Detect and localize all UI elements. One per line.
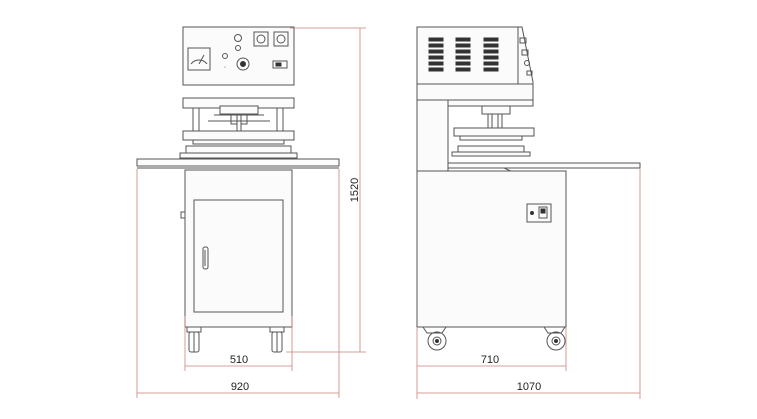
knob-icon xyxy=(222,53,228,59)
switch-icon xyxy=(526,203,552,223)
switch-icon xyxy=(272,60,288,69)
dim-side-base-width: 710 xyxy=(481,354,499,366)
knob-icon xyxy=(236,57,250,71)
vent-icon xyxy=(428,37,444,72)
dim-total-height: 1520 xyxy=(349,178,361,202)
meter-icon xyxy=(187,47,211,71)
side-column xyxy=(416,99,449,172)
front-table-top xyxy=(136,158,340,167)
front-control-panel xyxy=(182,26,295,86)
wheel-icon xyxy=(422,326,447,351)
front-view: ◦ xyxy=(136,26,340,353)
vent-icon xyxy=(483,37,499,72)
knob-icon xyxy=(235,45,241,51)
wheel-icon xyxy=(186,326,202,353)
knob-icon xyxy=(234,34,242,42)
side-heat-plate xyxy=(453,127,535,137)
label-mark: ◦ xyxy=(224,65,226,71)
front-heat-plate xyxy=(182,130,295,141)
front-cabinet xyxy=(184,169,293,328)
dim-side-total-depth: 1070 xyxy=(517,381,541,393)
front-dimensions: 1520 510 920 xyxy=(136,27,366,398)
vent-icon xyxy=(455,37,471,72)
handle-icon xyxy=(202,246,209,270)
side-view xyxy=(416,26,641,351)
dim-front-table-width: 920 xyxy=(231,381,249,393)
front-cabinet-door xyxy=(193,199,284,313)
button-icon xyxy=(253,31,269,47)
side-dimensions: 710 1070 xyxy=(416,168,641,399)
wheel-icon xyxy=(543,326,566,351)
button-icon xyxy=(273,31,289,47)
dim-front-base-width: 510 xyxy=(230,354,248,366)
side-cabinet xyxy=(416,170,567,328)
wheel-icon xyxy=(269,326,285,353)
side-table-top xyxy=(447,162,641,169)
